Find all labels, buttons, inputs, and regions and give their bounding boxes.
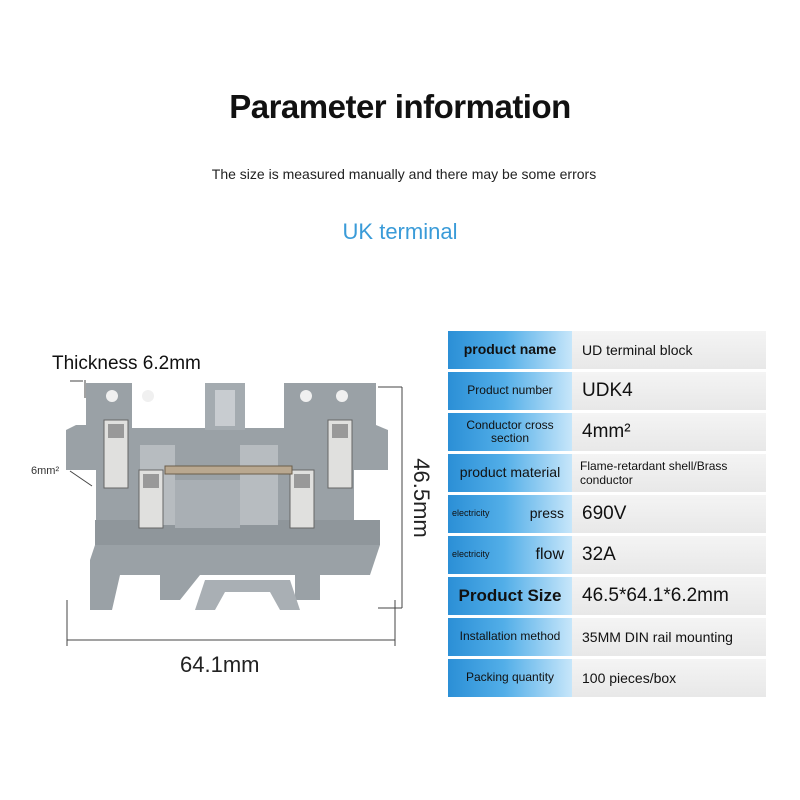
spec-value: 4mm² [572, 413, 766, 451]
spec-row-size: Product Size 46.5*64.1*6.2mm [448, 577, 766, 615]
spec-key: Product Size [448, 577, 572, 615]
thickness-label: Thickness 6.2mm [52, 353, 201, 374]
spec-row-packing: Packing quantity 100 pieces/box [448, 659, 766, 697]
section-heading: UK terminal [342, 219, 458, 244]
spec-value: 32A [572, 536, 766, 574]
spec-key: Product number [448, 372, 572, 410]
spec-value: 100 pieces/box [572, 659, 766, 697]
spec-value: 35MM DIN rail mounting [572, 618, 766, 656]
spec-key: product name [448, 331, 572, 369]
spec-table: product name UD terminal block Product n… [448, 331, 766, 700]
terminal-housing [66, 383, 388, 610]
spec-key: product material [448, 454, 572, 492]
width-dimension-label: 64.1mm [180, 652, 260, 677]
spec-key-main: flow [535, 546, 564, 564]
spec-value: UDK4 [572, 372, 766, 410]
spec-value: UD terminal block [572, 331, 766, 369]
spec-row-current: electricity flow 32A [448, 536, 766, 574]
page-title: Parameter information [229, 88, 571, 125]
spec-row-product-number: Product number UDK4 [448, 372, 766, 410]
dimension-lines [66, 380, 403, 646]
spec-row-voltage: electricity press 690V [448, 495, 766, 533]
spec-row-installation: Installation method 35MM DIN rail mounti… [448, 618, 766, 656]
conductor-bridge [164, 465, 293, 475]
spec-key: Packing quantity [448, 659, 572, 697]
spec-key: electricity flow [448, 536, 572, 574]
spec-row-material: product material Flame-retardant shell/B… [448, 454, 766, 492]
screw-clamps [103, 419, 353, 529]
spec-value: 46.5*64.1*6.2mm [572, 577, 766, 615]
spec-value: Flame-retardant shell/Brass conductor [572, 454, 766, 492]
spec-value: 690V [572, 495, 766, 533]
measurement-note: The size is measured manually and there … [211, 166, 597, 182]
spec-key-main: press [529, 505, 564, 522]
spec-key: Conductor cross section [448, 413, 572, 451]
height-dimension-label: 46.5mm [409, 458, 434, 538]
spec-key-prefix: electricity [452, 508, 490, 519]
spec-key-prefix: electricity [452, 549, 490, 560]
wire-size-label: 6mm² [31, 465, 60, 477]
spec-row-product-name: product name UD terminal block [448, 331, 766, 369]
spec-key: electricity press [448, 495, 572, 533]
spec-row-cross-section: Conductor cross section 4mm² [448, 413, 766, 451]
spec-key: Installation method [448, 618, 572, 656]
